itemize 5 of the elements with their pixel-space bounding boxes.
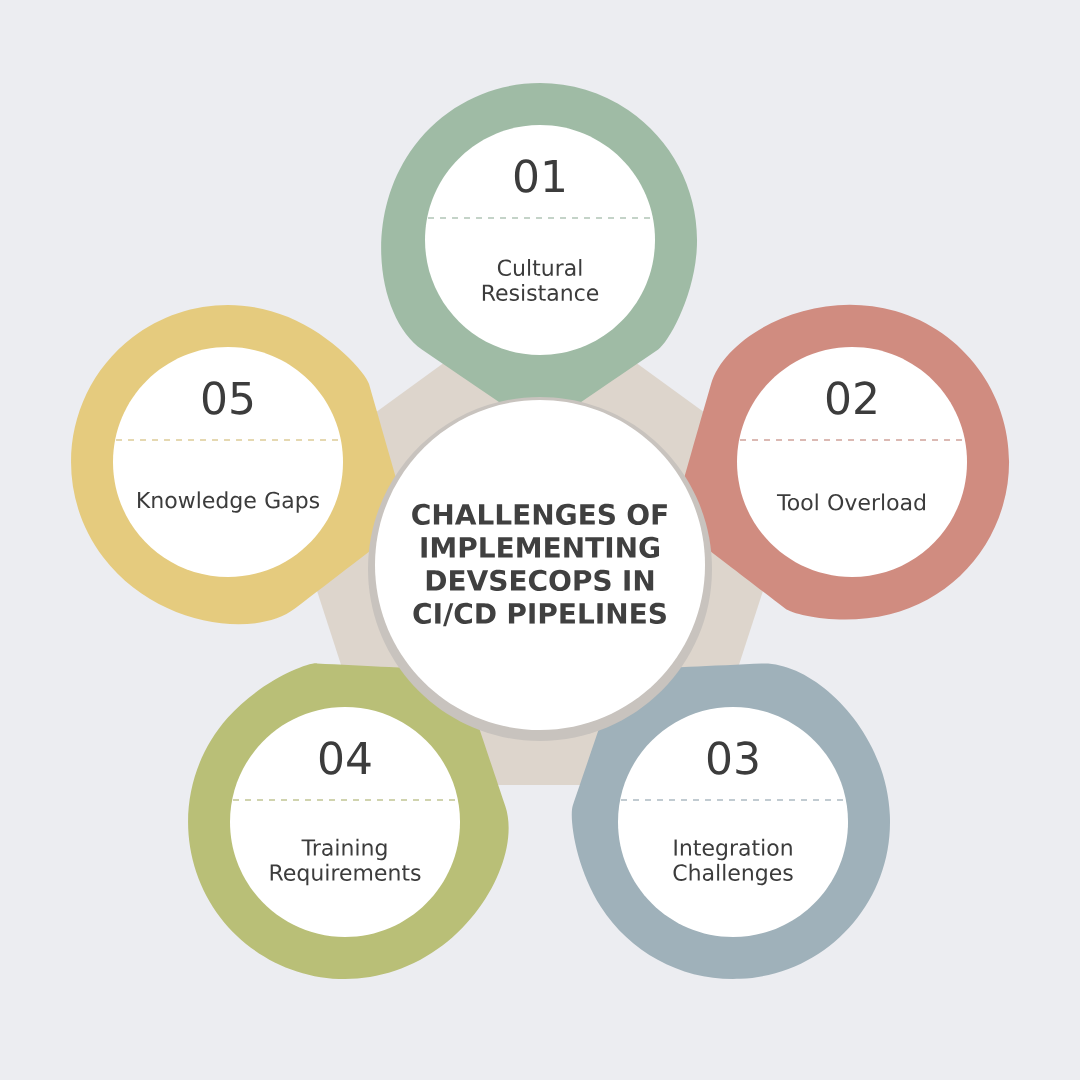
- petal: 04 Training Requirements: [188, 663, 509, 979]
- petal: 05 Knowledge Gaps: [71, 305, 401, 625]
- petal: 01 Cultural Resistance: [381, 83, 697, 419]
- petal: 02 Tool Overload: [679, 304, 1010, 620]
- petal: 03 Integration Challenges: [571, 663, 890, 979]
